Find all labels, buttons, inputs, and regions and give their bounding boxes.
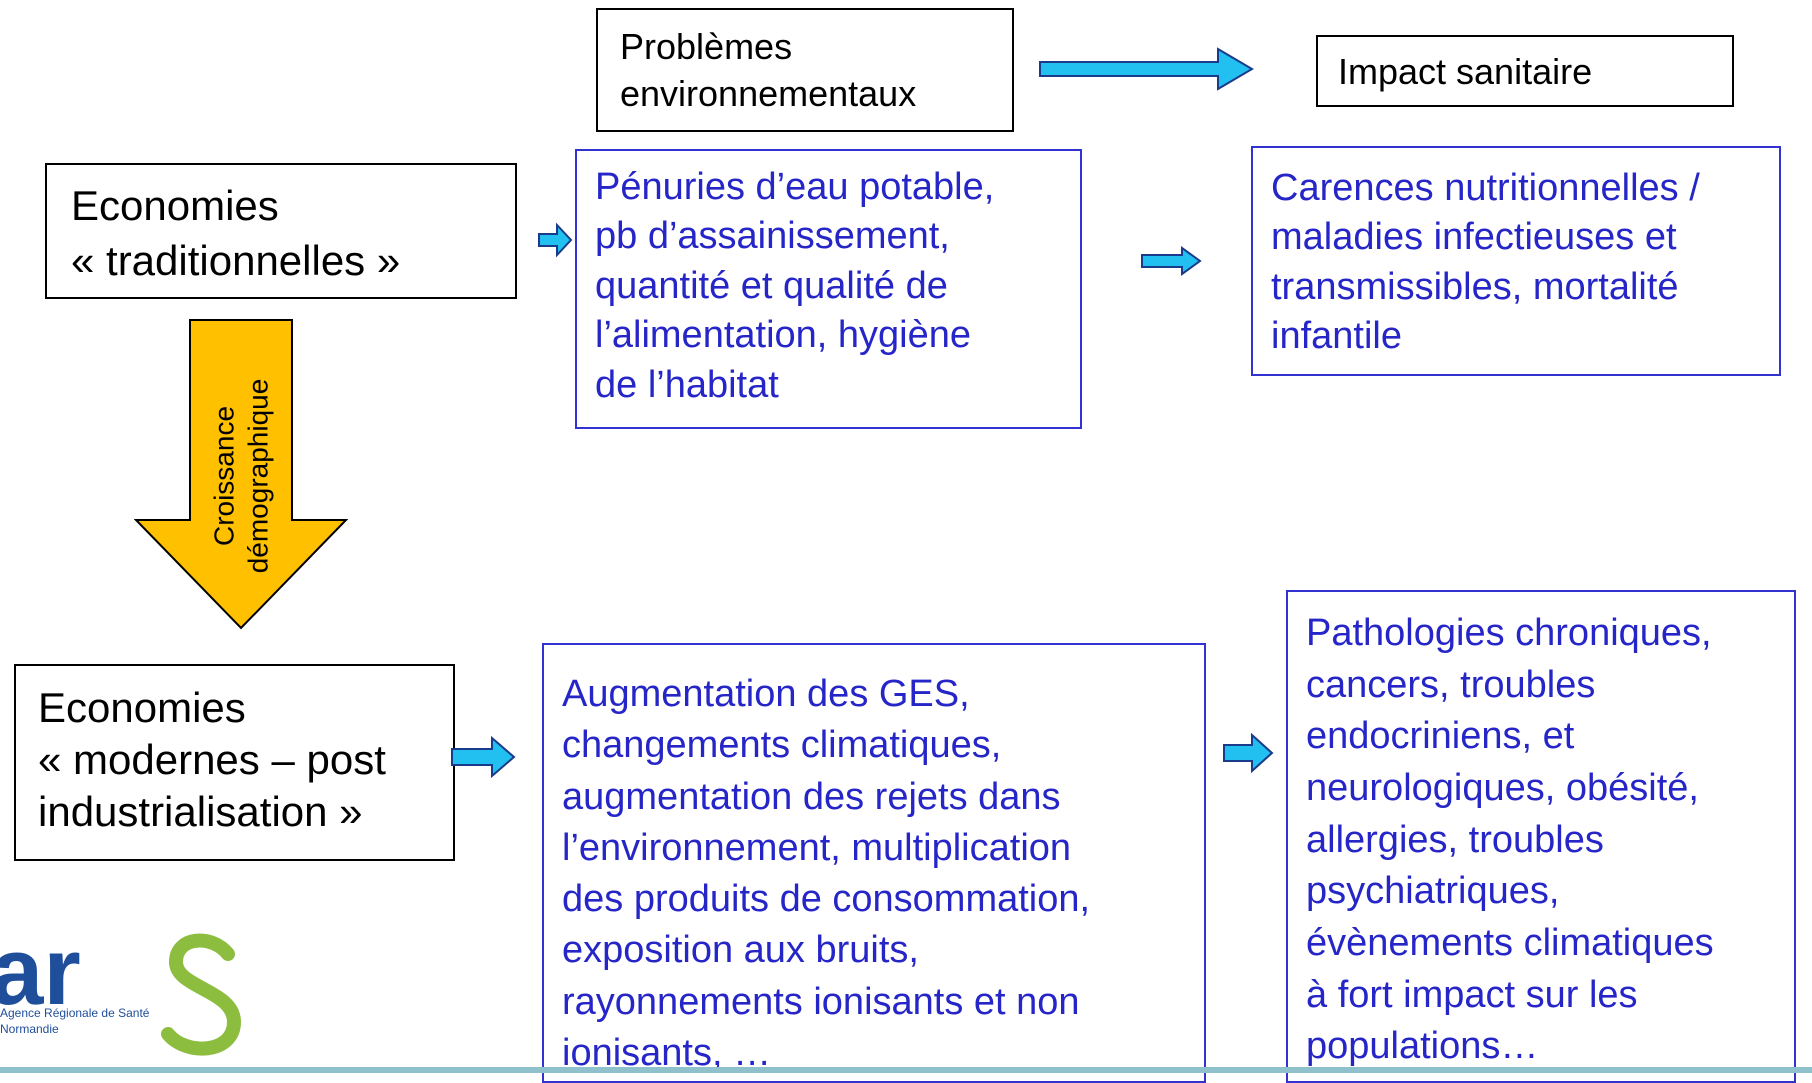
- modern-economy-box: Economies « modernes – post industrialis…: [14, 664, 455, 861]
- ars-logo-caption: Agence Régionale de Santé Normandie: [0, 1006, 150, 1036]
- ars-logo-letters: ar: [0, 926, 81, 1025]
- ars-logo-mark: ar: [0, 926, 242, 1056]
- modern-to-problems-arrow: [451, 735, 516, 779]
- traditional-impact-box: Carences nutritionnelles / maladies infe…: [1251, 146, 1781, 376]
- demographic-growth-arrow: [134, 319, 348, 630]
- traditional-economy-box: Economies « traditionnelles »: [45, 163, 517, 299]
- problems-header-box: Problèmes environnementaux: [596, 8, 1014, 132]
- traditional-problems-to-impact-arrow: [1141, 246, 1202, 276]
- header-flow-arrow: [1039, 47, 1254, 91]
- footer-divider: [0, 1067, 1812, 1073]
- modern-impact-box: Pathologies chroniques, cancers, trouble…: [1286, 590, 1796, 1083]
- ars-logo-swoosh: [161, 933, 242, 1056]
- modern-problems-box: Augmentation des GES, changements climat…: [542, 643, 1206, 1083]
- impact-header-box: Impact sanitaire: [1316, 35, 1734, 107]
- demographic-growth-label: Croissance démographique: [208, 378, 273, 574]
- traditional-problems-box: Pénuries d’eau potable, pb d’assainissem…: [575, 149, 1082, 429]
- ars-logo: ar Agence Régionale de Santé Normandie: [0, 926, 290, 1066]
- modern-problems-to-impact-arrow: [1223, 733, 1274, 773]
- traditional-to-problems-arrow: [538, 222, 573, 258]
